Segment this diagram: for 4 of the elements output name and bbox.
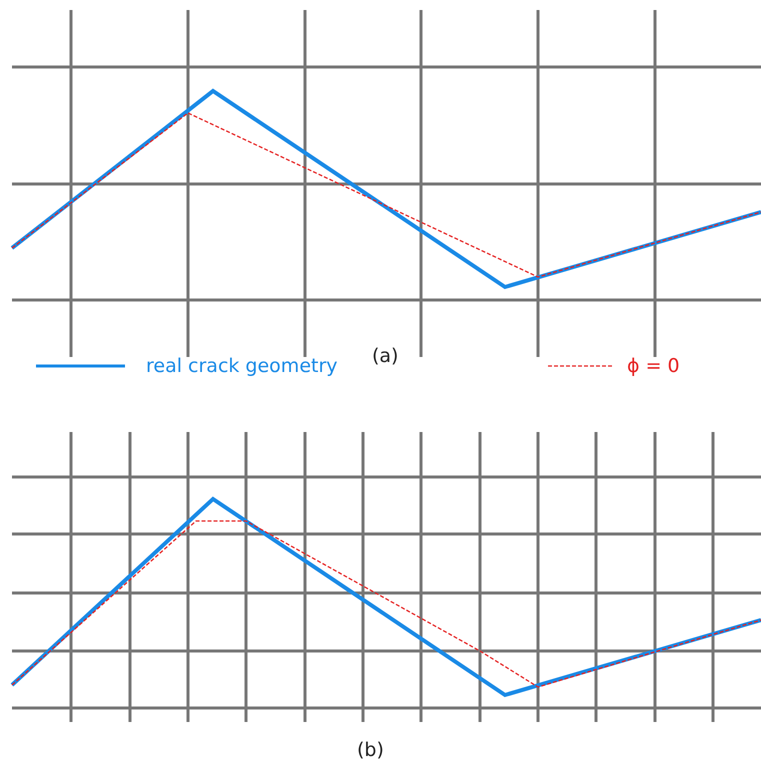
panel-label: (a): [372, 345, 398, 367]
legend-label: real crack geometry: [146, 355, 338, 377]
legend-label: ϕ = 0: [627, 355, 680, 377]
panel-label: (b): [357, 739, 384, 761]
